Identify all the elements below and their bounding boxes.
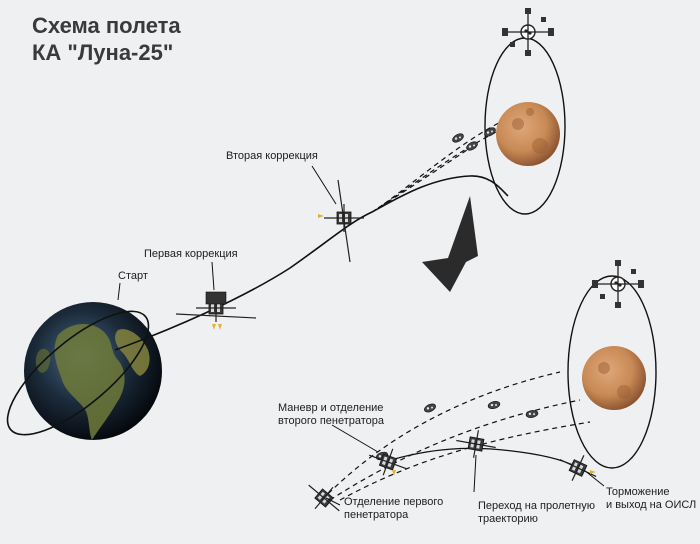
label-flyby-line-2: траекторию <box>478 513 538 525</box>
spacecraft-icon <box>501 7 555 57</box>
label-braking-line-2: и выход на ОИСЛ <box>606 499 697 511</box>
title-line-2: КА "Луна-25" <box>32 40 174 65</box>
label-separation-line-2: пенетратора <box>344 509 409 521</box>
label-maneuver-line-1: Маневр и отделение <box>278 402 384 414</box>
label-start: Старт <box>118 270 148 282</box>
label-maneuver-line-2: второго пенетратора <box>278 415 385 427</box>
label-separation-line-1: Отделение первого <box>344 496 444 508</box>
moon-icon <box>582 346 646 410</box>
spacecraft-icon <box>553 446 603 490</box>
label-flyby-transition: Переход на пролетную траекторию <box>478 500 595 526</box>
earth-orbit <box>6 310 150 436</box>
label-flyby-line-1: Переход на пролетную <box>478 500 595 512</box>
label-first-correction: Первая коррекция <box>144 248 238 260</box>
earth-globe-icon <box>24 302 162 440</box>
label-second-correction: Вторая коррекция <box>226 150 318 162</box>
spacecraft-icon <box>591 259 645 309</box>
label-braking: Торможение и выход на ОИСЛ <box>606 486 696 512</box>
title-line-1: Схема полета <box>32 13 181 38</box>
moon-orbit-lower <box>567 275 657 469</box>
page-title: Схема полета КА "Луна-25" <box>32 12 181 66</box>
label-braking-line-1: Торможение <box>606 486 670 498</box>
label-separation-first: Отделение первого пенетратора <box>344 496 443 522</box>
arrow-down-left-icon <box>422 196 478 292</box>
spacecraft-icon <box>299 473 349 523</box>
label-maneuver: Маневр и отделение второго пенетратора <box>278 402 384 428</box>
moon-icon <box>496 102 560 166</box>
